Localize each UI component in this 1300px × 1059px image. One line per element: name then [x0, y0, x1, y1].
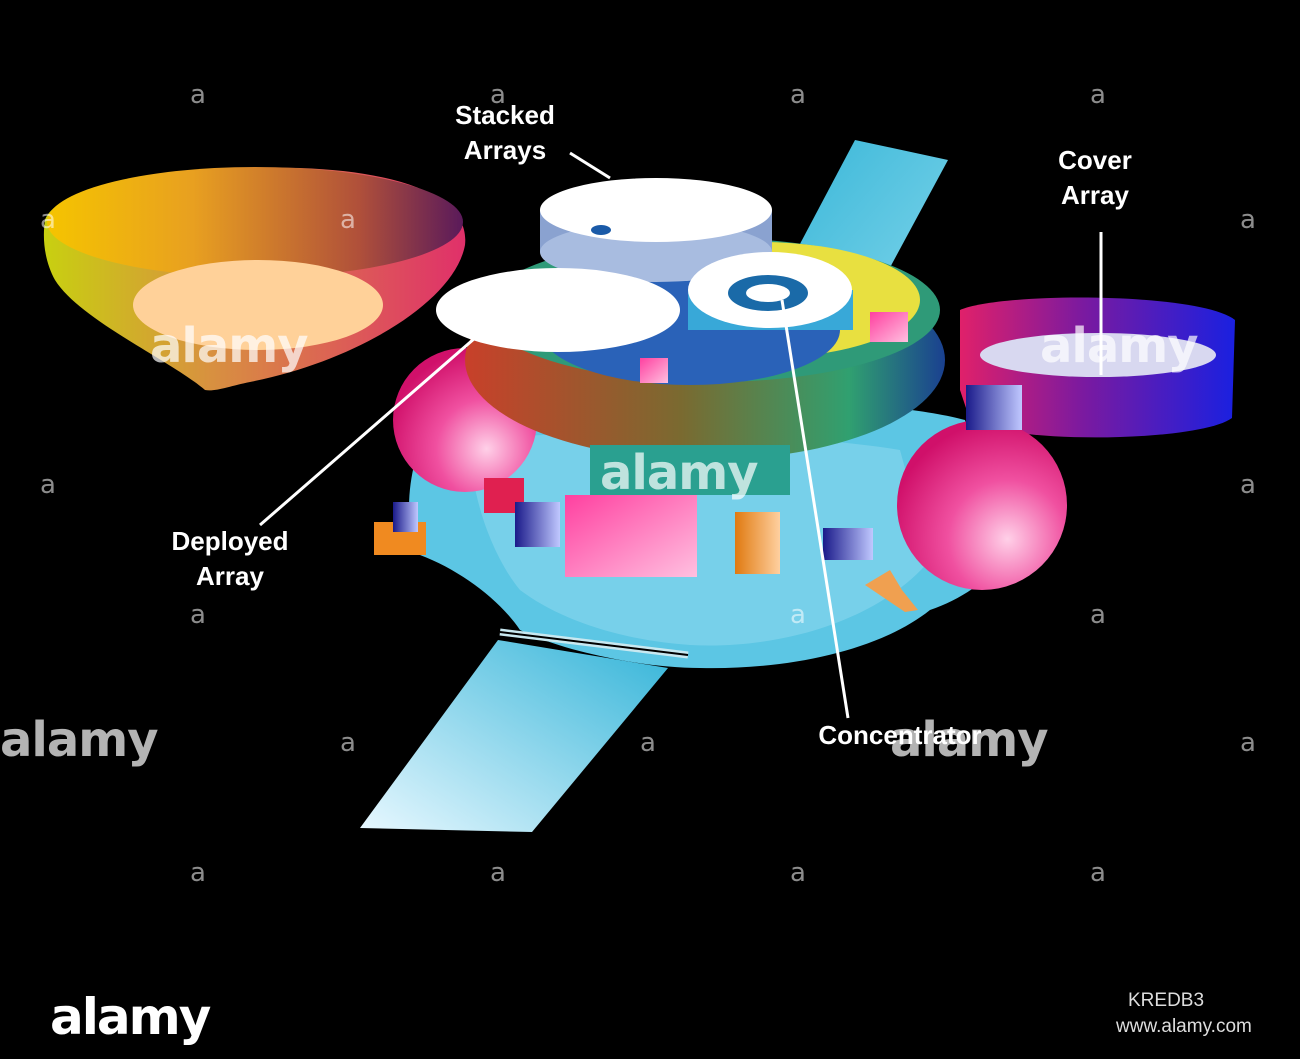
- stacked-arrays-leader: [569, 151, 611, 180]
- watermark-word: alamy: [1040, 318, 1199, 374]
- watermark-word: alamy: [890, 712, 1049, 768]
- stacked-arrays-label-line1: Stacked: [455, 100, 555, 130]
- pink-box-large: [565, 495, 697, 577]
- watermark-glyph: a: [40, 470, 56, 500]
- boom-outline: [499, 631, 689, 656]
- blue-box-left: [515, 502, 560, 547]
- watermark-glyph: a: [1090, 600, 1106, 630]
- deployed-array-label-line2: Array: [196, 561, 264, 591]
- cover-array-label-line2: Array: [1061, 180, 1129, 210]
- thruster: [865, 570, 918, 612]
- stacked-arrays-label-line2: Arrays: [463, 135, 547, 165]
- small-cube: [393, 502, 418, 532]
- right-sphere: [897, 420, 1067, 590]
- stacked-arrays-label: Stacked Arrays: [425, 98, 585, 168]
- platform-inner: [470, 433, 930, 646]
- yellow-dish-array: [43, 167, 466, 391]
- watermark-glyph: a: [790, 600, 806, 630]
- watermark-glyph: a: [340, 205, 356, 235]
- pink-box-right: [870, 312, 908, 342]
- watermark-glyph: a: [1240, 205, 1256, 235]
- watermark-glyph: a: [340, 728, 356, 758]
- watermark-glyph: a: [790, 858, 806, 888]
- watermark-glyph: a: [1240, 728, 1256, 758]
- footer-logo: alamy: [50, 988, 211, 1046]
- watermark-word: alamy: [600, 445, 759, 501]
- concentrator-leader: [780, 299, 850, 719]
- deployed-array-label-line1: Deployed: [171, 526, 289, 556]
- watermark-glyph: a: [490, 80, 506, 110]
- watermark-glyph: a: [190, 600, 206, 630]
- deployed-array-leader: [259, 336, 476, 527]
- watermark-word: alamy: [150, 318, 309, 374]
- footer-url: www.alamy.com: [1116, 1016, 1252, 1037]
- watermark-glyph: a: [40, 205, 56, 235]
- blue-box-right: [823, 528, 873, 560]
- lower-solar-panel: [360, 640, 668, 832]
- deployed-array-disc: [436, 268, 680, 352]
- cover-array-ring: [960, 297, 1235, 438]
- pink-box-small: [640, 358, 668, 383]
- watermark-glyph: a: [1090, 858, 1106, 888]
- concentrator-label: Concentrator: [818, 720, 982, 750]
- watermark-glyph: a: [1240, 470, 1256, 500]
- cover-array-label: Cover Array: [1020, 143, 1170, 213]
- cover-array-label-line1: Cover: [1058, 145, 1132, 175]
- watermark-glyph: a: [790, 80, 806, 110]
- orange-box: [735, 512, 780, 574]
- watermark-glyph: a: [190, 858, 206, 888]
- footer-image-id: KREDB3: [1128, 990, 1205, 1011]
- watermark-word: alamy: [0, 712, 159, 768]
- watermark-glyph: a: [190, 80, 206, 110]
- deployed-array-label: Deployed Array: [145, 524, 315, 594]
- watermark-glyph: a: [490, 858, 506, 888]
- blue-box-cover: [966, 385, 1022, 430]
- concentrator-disc: [688, 252, 853, 330]
- watermark-glyph: a: [640, 728, 656, 758]
- watermark-glyph: a: [1090, 80, 1106, 110]
